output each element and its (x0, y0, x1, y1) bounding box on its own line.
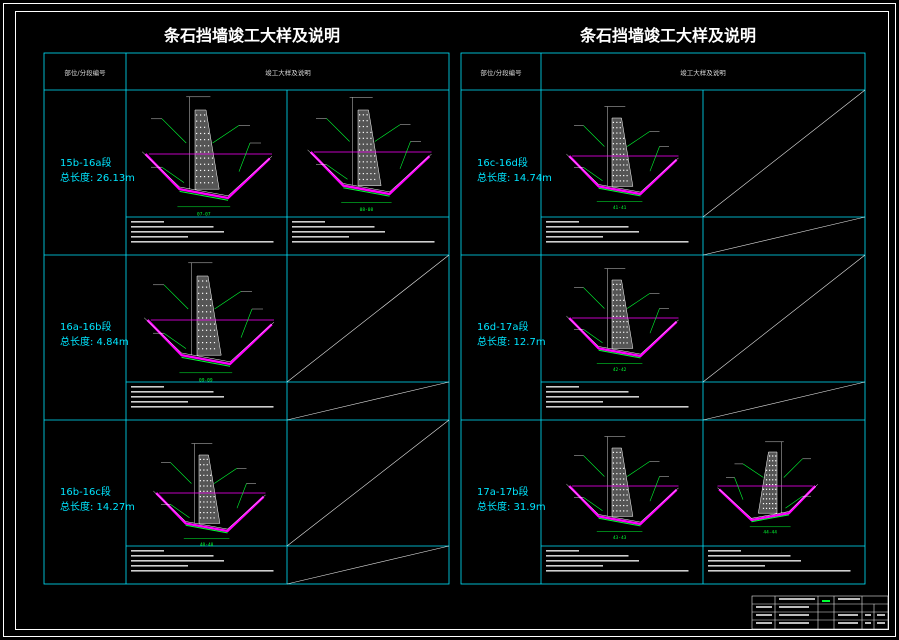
sheet-title-left: 条石挡墙竣工大样及说明 (163, 26, 340, 45)
section-08-08-label: 08-08 (360, 207, 374, 213)
note-44-44 (708, 550, 851, 572)
section-08-08: 08-08 (307, 97, 432, 213)
right-row3-segment: 17a-17b段 (477, 485, 529, 498)
right-row1-length: 总长度: 14.74m (477, 171, 552, 184)
section-43-43: 43-43 (566, 436, 679, 541)
left-table (43, 52, 450, 585)
left-row2-length: 总长度: 4.84m (60, 335, 129, 348)
section-41-41-label: 41-41 (613, 205, 627, 211)
sheet-title-right: 条石挡墙竣工大样及说明 (579, 26, 756, 45)
right-header-detail: 竣工大样及说明 (680, 68, 726, 77)
section-09-09-label: 09-09 (199, 378, 213, 384)
right-table (460, 52, 866, 585)
section-07-07-label: 07-07 (197, 212, 211, 218)
left-row3-length: 总长度: 14.27m (60, 500, 135, 513)
left-header-detail: 竣工大样及说明 (265, 68, 311, 77)
section-44-44-label: 44-44 (763, 530, 777, 536)
outer-border (3, 3, 896, 637)
section-40-40: 40-40 (153, 443, 266, 548)
right-row2-length: 总长度: 12.7m (477, 335, 546, 348)
section-07-07: 07-07 (142, 96, 273, 218)
title-block-green-mark (822, 600, 830, 602)
right-row2-segment: 16d-17a段 (477, 320, 529, 333)
section-40-40-label: 40-40 (200, 542, 214, 548)
left-row3-segment: 16b-16c段 (60, 485, 111, 498)
note-07-07 (131, 221, 274, 243)
section-44-44: 44-44 (717, 441, 818, 536)
section-41-41: 41-41 (566, 106, 679, 211)
left-row1-length: 总长度: 26.13m (60, 171, 135, 184)
right-row3-length: 总长度: 31.9m (477, 500, 546, 513)
left-row2-segment: 16a-16b段 (60, 320, 112, 333)
note-09-09 (131, 386, 274, 408)
left-empty-diagonals (286, 254, 450, 585)
title-block (751, 595, 889, 630)
note-40-40 (131, 550, 274, 572)
left-row1-segment: 15b-16a段 (60, 156, 112, 169)
section-drawings: 07-07 08-08 09-09 40-40 41-41 42-42 43-43 44-44 (142, 96, 818, 548)
note-blocks (131, 221, 851, 572)
section-43-43-label: 43-43 (613, 535, 627, 541)
note-08-08 (292, 221, 435, 243)
right-header-segment: 部位/分段编号 (480, 68, 522, 77)
note-42-42 (546, 386, 689, 408)
right-row1-segment: 16c-16d段 (477, 156, 528, 169)
right-empty-diagonals (702, 89, 866, 421)
note-41-41 (546, 221, 689, 243)
title-block-fills (756, 598, 885, 624)
section-09-09: 09-09 (144, 262, 275, 384)
section-42-42-label: 42-42 (613, 367, 627, 373)
note-43-43 (546, 550, 689, 572)
section-42-42: 42-42 (566, 268, 679, 373)
left-header-segment: 部位/分段编号 (64, 68, 106, 77)
inner-border (15, 11, 889, 630)
